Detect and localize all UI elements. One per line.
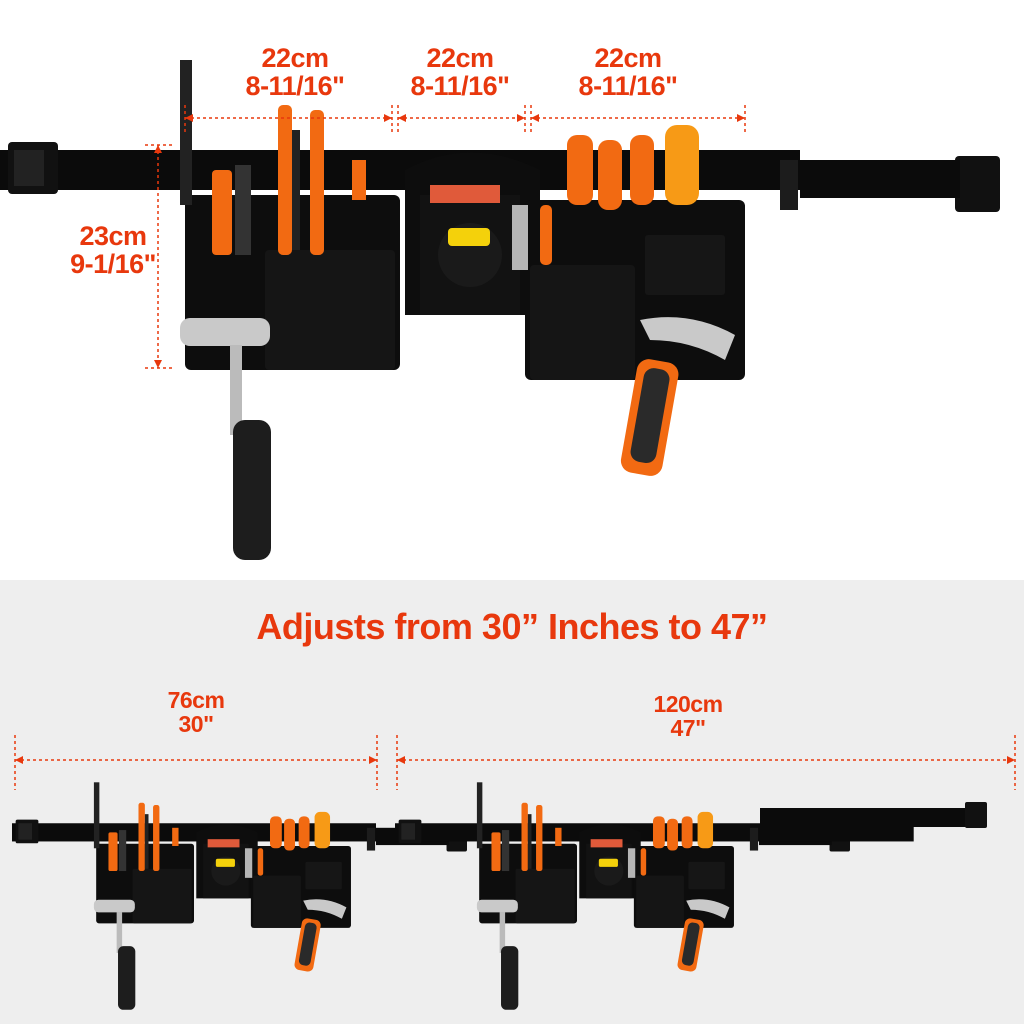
adjustable-headline: Adjusts from 30” Inches to 47”: [256, 606, 768, 647]
pouch-3-metric: 22cm: [594, 43, 662, 73]
pouch-2-metric: 22cm: [426, 43, 494, 73]
length-lines: [14, 735, 1016, 790]
pouch-2-imperial: 8-11/16": [410, 71, 510, 102]
pouch-2-dimension: 22cm 8-11/16": [400, 44, 520, 101]
pouch-3-dimension: 22cm 8-11/16": [568, 44, 688, 101]
height-metric: 23cm: [79, 221, 147, 251]
max-length-imperial: 47": [670, 715, 707, 742]
tool-belt-large-image: [0, 60, 1000, 560]
height-imperial: 9-1/16": [70, 249, 156, 280]
extended-strap: [760, 808, 970, 827]
pouch-1-imperial: 8-11/16": [245, 71, 345, 102]
max-length-dimension: 120cm 47": [638, 692, 738, 740]
max-length-metric: 120cm: [653, 691, 723, 717]
pouch-width-arrows: [154, 114, 745, 368]
min-length-metric: 76cm: [167, 687, 225, 713]
min-length-imperial: 30": [178, 711, 215, 738]
pouch-1-dimension: 22cm 8-11/16": [235, 44, 355, 101]
pouch-1-metric: 22cm: [261, 43, 329, 73]
right-buckle-long: [965, 802, 987, 828]
tool-belt-long-image: [395, 782, 914, 1010]
min-length-dimension: 76cm 30": [146, 688, 246, 736]
pouch-3-imperial: 8-11/16": [578, 71, 678, 102]
length-arrows: [15, 756, 1015, 764]
pouch-width-lines: [145, 105, 746, 369]
tool-belt-short-image: [12, 782, 467, 1010]
height-dimension: 23cm 9-1/16": [68, 222, 158, 279]
